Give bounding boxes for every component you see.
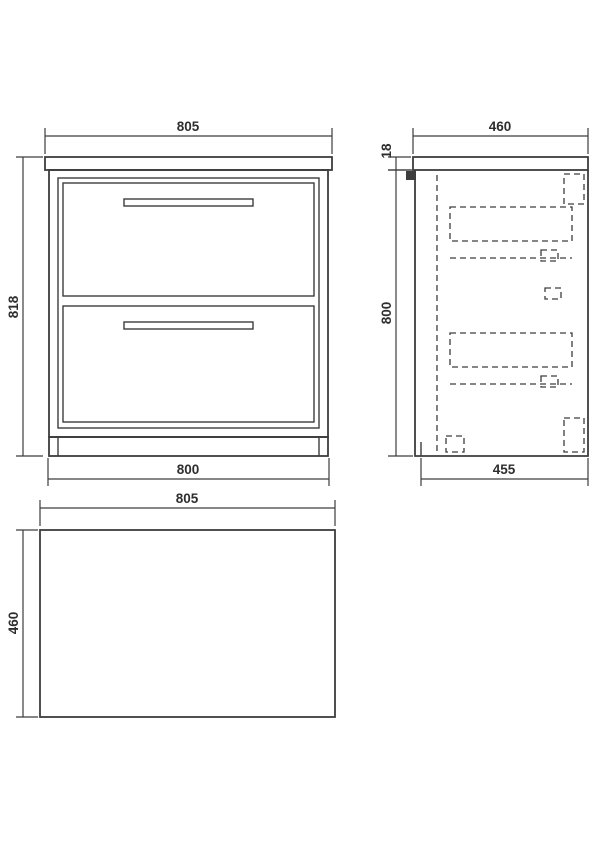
plan-view: 805 460 [6, 491, 336, 718]
dim-front-top-width: 805 [44, 119, 333, 154]
dimension-label: 800 [177, 462, 200, 477]
side-elevation-view: 460 18 800 455 [379, 119, 589, 486]
dimension-line [44, 128, 333, 154]
plan-countertop-outline [39, 529, 336, 718]
side-countertop [412, 156, 589, 171]
dimension-line [420, 458, 589, 486]
dimension-label: 800 [379, 302, 394, 325]
dim-plan-width: 805 [39, 491, 336, 526]
dimension-label: 460 [6, 612, 21, 635]
dimension-label: 18 [379, 143, 394, 159]
dimension-label: 805 [176, 491, 199, 506]
dimension-label: 818 [6, 295, 21, 318]
fixing-block [406, 171, 416, 180]
dim-side-bottom-depth: 455 [420, 458, 589, 486]
lower-runner-clip-hidden [540, 375, 559, 388]
lower-drawer-box-hidden [449, 332, 573, 368]
dimension-line [16, 156, 43, 457]
dimension-line [412, 128, 589, 154]
front-countertop [44, 156, 333, 171]
side-cabinet-body [414, 170, 589, 457]
dimension-line [39, 500, 336, 526]
front-elevation-view: 805 818 800 [6, 119, 333, 486]
dimension-label: 455 [493, 462, 516, 477]
dim-side-counter-thickness: 18 [379, 143, 411, 171]
back-bracket-bottom-hidden [563, 417, 585, 453]
dimension-label: 805 [177, 119, 200, 134]
upper-drawer-box-hidden [449, 206, 573, 242]
dim-side-top-depth: 460 [412, 119, 589, 154]
dimension-line [16, 529, 38, 718]
front-cabinet-body [48, 169, 329, 438]
front-plinth-legs [57, 437, 320, 456]
upper-runner-clip-hidden [540, 249, 559, 262]
front-plinth [48, 436, 329, 457]
dim-side-height: 800 [379, 169, 413, 457]
drawer-handle-bottom [123, 321, 254, 330]
dimension-line [47, 458, 330, 486]
mid-rail-clip-hidden [544, 287, 562, 300]
front-inner-frame [57, 177, 320, 429]
dim-plan-depth: 460 [6, 529, 38, 718]
dim-front-height: 818 [6, 156, 43, 457]
side-internal-structure [436, 173, 585, 453]
back-bracket-top-hidden [563, 173, 585, 205]
front-drawer-top [62, 182, 315, 297]
drawer-handle-top [123, 198, 254, 207]
dimension-label: 460 [489, 119, 512, 134]
front-drawer-bottom [62, 305, 315, 423]
dimension-line [388, 169, 413, 457]
front-bracket-bottom-hidden [445, 435, 465, 453]
dim-front-bottom-width: 800 [47, 458, 330, 486]
